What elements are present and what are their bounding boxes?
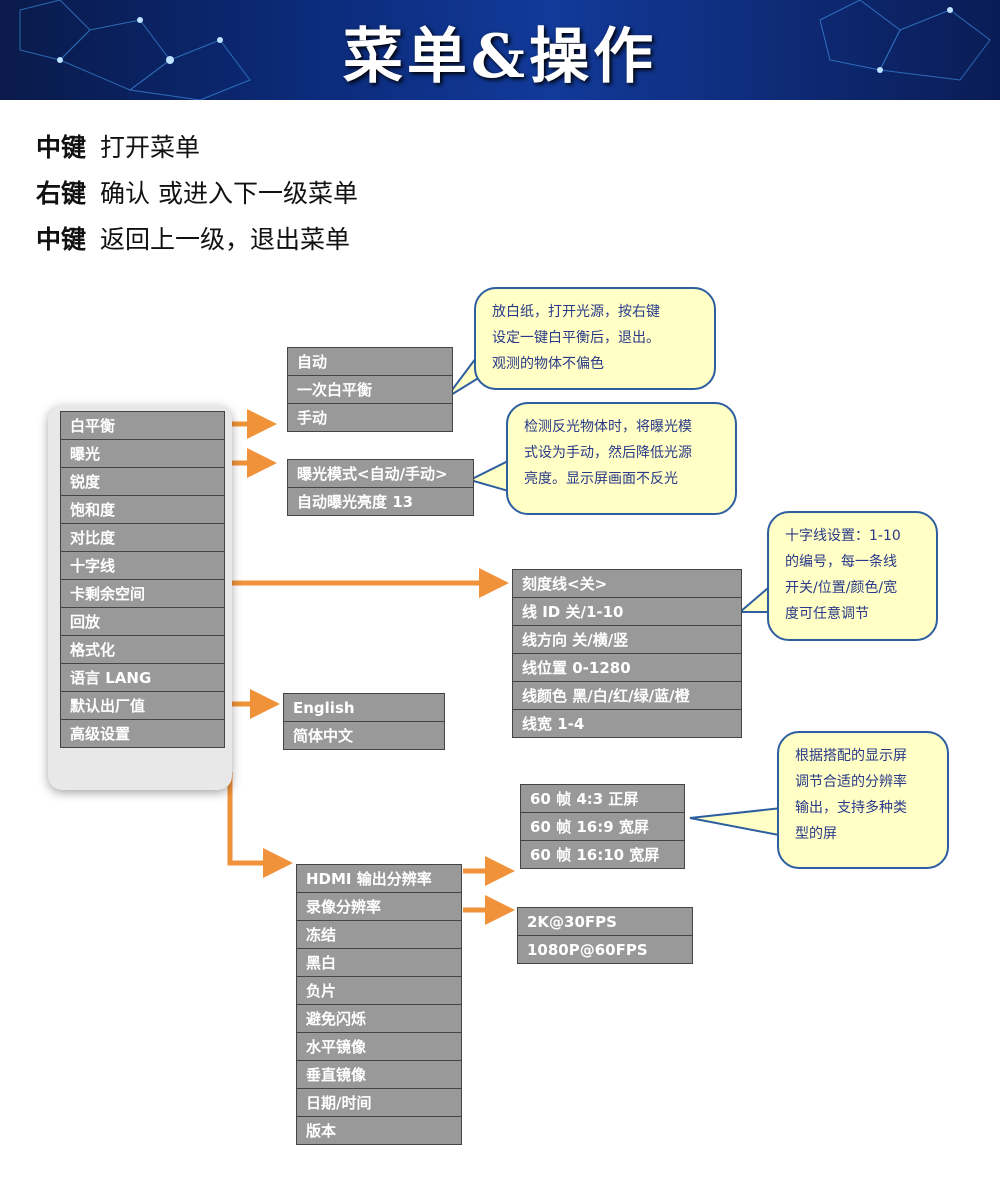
menu-item-contrast[interactable]: 对比度	[60, 523, 225, 552]
menu-item-simplified-chinese[interactable]: 简体中文	[283, 721, 445, 750]
menu-item-version[interactable]: 版本	[296, 1116, 462, 1145]
menu-item-english[interactable]: English	[283, 693, 445, 722]
instruction-right-key-confirm: 右键确认 或进入下一级菜单	[36, 174, 358, 210]
crosshair-menu: 刻度线<关> 线 ID 关/1-10 线方向 关/横/竖 线位置 0-1280 …	[512, 569, 742, 738]
menu-item-line-position[interactable]: 线位置 0-1280	[512, 653, 742, 682]
menu-item-hdmi-4-3[interactable]: 60 帧 4:3 正屏	[520, 784, 685, 813]
menu-item-exposure-mode[interactable]: 曝光模式<自动/手动>	[287, 459, 474, 488]
menu-item-scale-line[interactable]: 刻度线<关>	[512, 569, 742, 598]
page-title: 菜单&操作	[342, 22, 658, 92]
menu-item-hdmi-resolution[interactable]: HDMI 输出分辨率	[296, 864, 462, 893]
menu-item-line-id[interactable]: 线 ID 关/1-10	[512, 597, 742, 626]
menu-item-wb-manual[interactable]: 手动	[287, 403, 453, 432]
main-menu: 白平衡 曝光 锐度 饱和度 对比度 十字线 卡剩余空间 回放 格式化 语言 LA…	[60, 411, 225, 748]
key-label: 右键	[36, 179, 87, 208]
key-label: 中键	[36, 225, 87, 254]
menu-item-exposure[interactable]: 曝光	[60, 439, 225, 468]
menu-item-date-time[interactable]: 日期/时间	[296, 1088, 462, 1117]
menu-item-wb-one-push[interactable]: 一次白平衡	[287, 375, 453, 404]
advanced-menu: HDMI 输出分辨率 录像分辨率 冻结 黑白 负片 避免闪烁 水平镜像 垂直镜像…	[296, 864, 462, 1145]
callout-line: 根据搭配的显示屏	[795, 748, 907, 764]
menu-item-factory-reset[interactable]: 默认出厂值	[60, 691, 225, 720]
language-menu: English 简体中文	[283, 693, 445, 750]
callout-line: 放白纸，打开光源，按右键	[492, 304, 660, 320]
hdmi-resolution-menu: 60 帧 4:3 正屏 60 帧 16:9 宽屏 60 帧 16:10 宽屏	[520, 784, 685, 869]
callout-exposure: 检测反光物体时，将曝光模 式设为手动，然后降低光源 亮度。显示屏画面不反光	[506, 402, 737, 515]
menu-item-hdmi-16-10[interactable]: 60 帧 16:10 宽屏	[520, 840, 685, 869]
callout-line: 的编号，每一条线	[785, 554, 897, 570]
menu-item-hdmi-16-9[interactable]: 60 帧 16:9 宽屏	[520, 812, 685, 841]
menu-item-auto-exposure-brightness[interactable]: 自动曝光亮度 13	[287, 487, 474, 516]
exposure-menu: 曝光模式<自动/手动> 自动曝光亮度 13	[287, 459, 474, 516]
key-label: 中键	[36, 133, 87, 162]
instruction-text: 打开菜单	[100, 133, 201, 162]
callout-tail	[689, 806, 786, 838]
menu-item-vertical-mirror[interactable]: 垂直镜像	[296, 1060, 462, 1089]
network-pattern-icon	[19, 0, 991, 100]
callout-line: 十字线设置：1-10	[785, 528, 901, 544]
menu-item-freeze[interactable]: 冻结	[296, 920, 462, 949]
record-resolution-menu: 2K@30FPS 1080P@60FPS	[517, 907, 693, 964]
menu-item-record-resolution[interactable]: 录像分辨率	[296, 892, 462, 921]
menu-item-sharpness[interactable]: 锐度	[60, 467, 225, 496]
menu-item-line-direction[interactable]: 线方向 关/横/竖	[512, 625, 742, 654]
instruction-middle-key-open: 中键打开菜单	[36, 128, 200, 164]
menu-item-language[interactable]: 语言 LANG	[60, 663, 225, 692]
callout-line: 设定一键白平衡后，退出。	[492, 330, 660, 346]
instruction-text: 返回上一级，退出菜单	[100, 225, 351, 254]
callout-line: 亮度。显示屏画面不反光	[524, 471, 678, 487]
menu-item-line-width[interactable]: 线宽 1-4	[512, 709, 742, 738]
callout-line: 输出，支持多种类	[795, 800, 907, 816]
callout-line: 开关/位置/颜色/宽	[785, 580, 898, 596]
callout-crosshair: 十字线设置：1-10 的编号，每一条线 开关/位置/颜色/宽 度可任意调节	[767, 511, 938, 641]
callout-line: 式设为手动，然后降低光源	[524, 445, 692, 461]
instruction-middle-key-back: 中键返回上一级，退出菜单	[36, 220, 350, 256]
menu-item-format[interactable]: 格式化	[60, 635, 225, 664]
menu-item-2k-30fps[interactable]: 2K@30FPS	[517, 907, 693, 936]
callout-line: 检测反光物体时，将曝光模	[524, 419, 692, 435]
menu-item-horizontal-mirror[interactable]: 水平镜像	[296, 1032, 462, 1061]
menu-item-advanced[interactable]: 高级设置	[60, 719, 225, 748]
menu-item-saturation[interactable]: 饱和度	[60, 495, 225, 524]
menu-item-card-space[interactable]: 卡剩余空间	[60, 579, 225, 608]
menu-item-black-white[interactable]: 黑白	[296, 948, 462, 977]
callout-hdmi: 根据搭配的显示屏 调节合适的分辨率 输出，支持多种类 型的屏	[777, 731, 949, 869]
arrow-advanced	[227, 772, 293, 878]
menu-item-white-balance[interactable]: 白平衡	[60, 411, 225, 440]
menu-item-crosshair[interactable]: 十字线	[60, 551, 225, 580]
callout-line: 调节合适的分辨率	[795, 774, 907, 790]
callout-line: 型的屏	[795, 826, 837, 842]
callout-line: 度可任意调节	[785, 606, 869, 622]
menu-item-playback[interactable]: 回放	[60, 607, 225, 636]
menu-item-line-color[interactable]: 线颜色 黑/白/红/绿/蓝/橙	[512, 681, 742, 710]
header-banner: 菜单&操作	[0, 0, 1000, 100]
menu-item-wb-auto[interactable]: 自动	[287, 347, 453, 376]
instruction-text: 确认 或进入下一级菜单	[100, 179, 358, 208]
callout-line: 观测的物体不偏色	[492, 356, 604, 372]
menu-item-anti-flicker[interactable]: 避免闪烁	[296, 1004, 462, 1033]
callout-tail	[737, 585, 772, 613]
menu-item-negative[interactable]: 负片	[296, 976, 462, 1005]
callout-white-balance: 放白纸，打开光源，按右键 设定一键白平衡后，退出。 观测的物体不偏色	[474, 287, 716, 390]
white-balance-menu: 自动 一次白平衡 手动	[287, 347, 453, 432]
menu-item-1080p-60fps[interactable]: 1080P@60FPS	[517, 935, 693, 964]
